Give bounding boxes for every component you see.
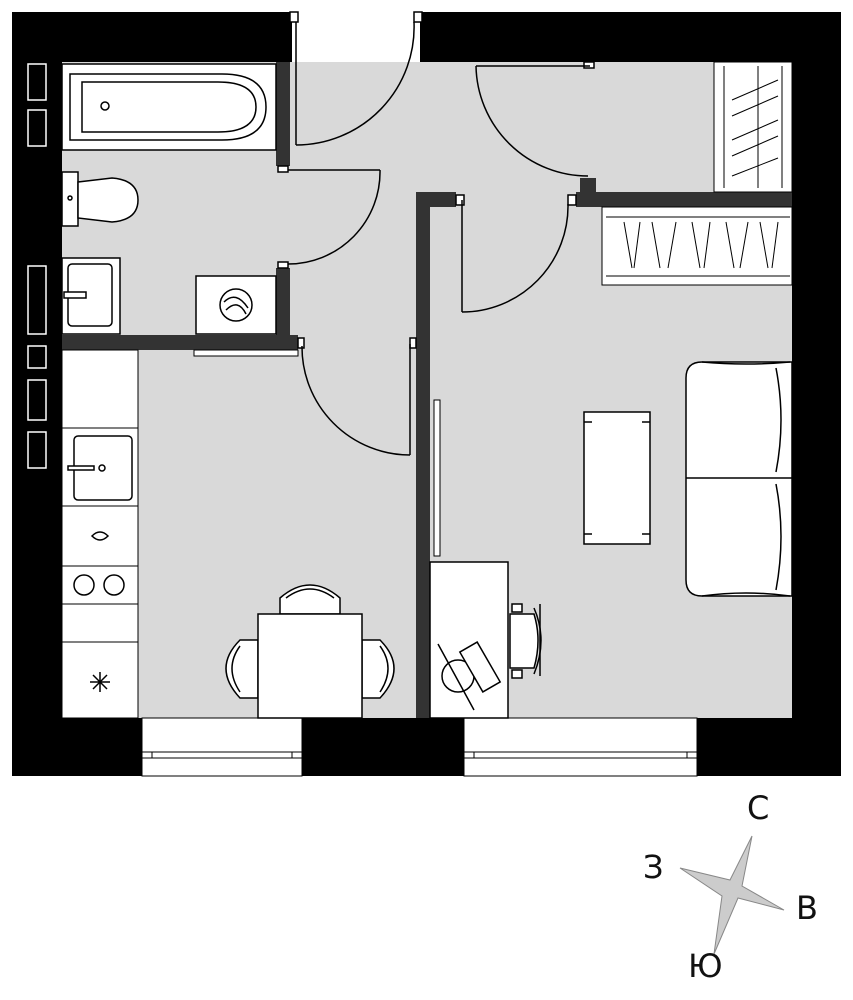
- wardrobe-icon: [713, 61, 793, 193]
- office-chair-icon: [509, 603, 542, 679]
- compass-west-label: З: [643, 848, 664, 886]
- chair-icon: [361, 639, 395, 699]
- chair-icon: [225, 639, 259, 699]
- wall-panel: [433, 399, 441, 557]
- dining-table-icon: [225, 584, 395, 719]
- door-icon: [277, 165, 381, 269]
- wardrobe-icon: [601, 206, 793, 286]
- droplet-icon: [90, 531, 110, 541]
- panel: [193, 349, 299, 357]
- toilet-icon: [61, 171, 139, 227]
- window-icon: [141, 717, 303, 777]
- partitions: [62, 62, 792, 718]
- kitchen-sink-icon: [67, 435, 133, 501]
- door-icon: [455, 194, 577, 313]
- sofa-icon: [685, 361, 793, 597]
- wall-shafts: [27, 63, 47, 469]
- fridge-icon: [90, 672, 110, 692]
- bathtub-icon: [61, 63, 277, 151]
- window-icon: [463, 717, 698, 777]
- washing-machine-icon: [195, 275, 277, 335]
- stove-icon: [73, 574, 125, 596]
- sink-icon: [61, 257, 121, 335]
- door-icon: [475, 61, 595, 177]
- compass-north-label: С: [747, 789, 770, 827]
- compass-south-label: Ю: [688, 947, 723, 985]
- desk-icon: [429, 561, 509, 719]
- outer-walls: [12, 12, 841, 776]
- coffee-table-icon: [583, 411, 651, 545]
- compass-icon: [679, 835, 785, 955]
- door-icon: [297, 337, 417, 456]
- compass-east-label: В: [796, 889, 818, 927]
- door-icon: [289, 11, 423, 146]
